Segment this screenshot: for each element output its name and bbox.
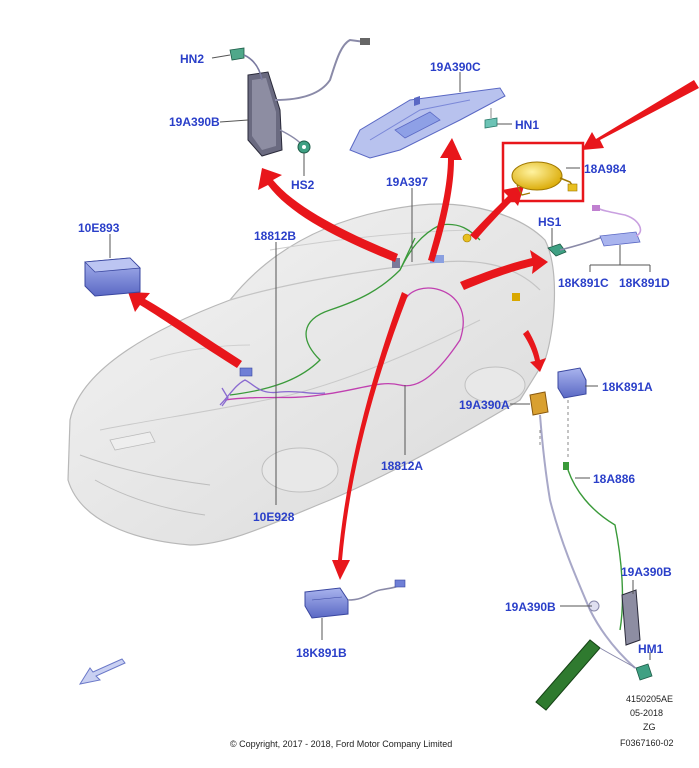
copyright-text: © Copyright, 2017 - 2018, Ford Motor Com…: [230, 739, 452, 749]
highlight-18a984: [501, 141, 585, 203]
label-18k891d: 18K891D: [619, 276, 670, 290]
label-19a390c: 19A390C: [430, 60, 481, 74]
part-labels: HN2 19A390B HS2 19A390C HN1 19A397 18A98…: [78, 52, 672, 660]
sensor-assembly-right: [547, 205, 651, 272]
label-hm1: HM1: [638, 642, 664, 656]
label-10e893: 10E893: [78, 221, 120, 235]
drawing-code-4: F0367160-02: [620, 738, 674, 748]
sensor-assembly-top-left: [229, 38, 370, 157]
label-hn1: HN1: [515, 118, 539, 132]
label-18a886: 18A886: [593, 472, 635, 486]
label-19a390a: 19A390A: [459, 398, 510, 412]
label-18a984: 18A984: [584, 162, 626, 176]
label-10e928: 10E928: [253, 510, 295, 524]
label-18812b: 18812B: [254, 229, 296, 243]
label-18812a: 18812A: [381, 459, 423, 473]
label-hs2: HS2: [291, 178, 315, 192]
drawing-code-2: 05-2018: [630, 708, 663, 718]
label-19a390b-bottom: 19A390B: [505, 600, 556, 614]
wire-harness-magenta: [224, 287, 464, 401]
orientation-arrow-icon: [78, 658, 126, 685]
label-18k891a: 18K891A: [602, 380, 653, 394]
module-on-vehicle: [239, 367, 253, 377]
vehicle-body: [67, 203, 556, 546]
label-hn2: HN2: [180, 52, 204, 66]
module-18k891b: [304, 579, 406, 640]
label-19a397: 19A397: [386, 175, 428, 189]
label-19a390b-rear: 19A390B: [621, 565, 672, 579]
label-18k891c: 18K891C: [558, 276, 609, 290]
red-arrows: [128, 80, 699, 580]
module-10e893: [84, 257, 141, 297]
label-18k891b: 18K891B: [296, 646, 347, 660]
bracket-19a390c: [349, 87, 506, 159]
label-hs1: HS1: [538, 215, 562, 229]
wire-harness-purple: [219, 379, 326, 407]
sensor-assembly-rear: [529, 367, 653, 711]
connector-on-vehicle: [392, 258, 400, 268]
leader-lines: [109, 54, 651, 660]
label-19a390b-top: 19A390B: [169, 115, 220, 129]
connector-on-vehicle: [512, 293, 520, 301]
drawing-code-3: ZG: [643, 722, 656, 732]
drawing-code-1: 4150205AE: [626, 694, 673, 704]
footer: © Copyright, 2017 - 2018, Ford Motor Com…: [230, 694, 674, 749]
connector-on-vehicle: [462, 233, 472, 243]
connector-on-vehicle: [430, 255, 444, 263]
